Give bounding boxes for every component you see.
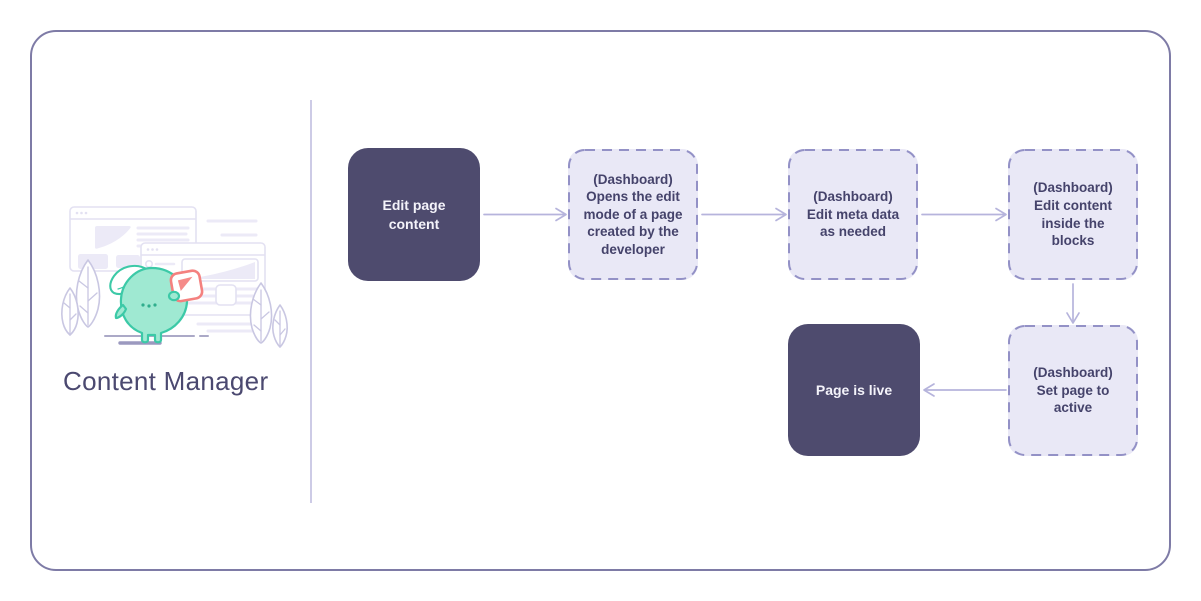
vertical-divider xyxy=(310,100,312,503)
plant-left-icon xyxy=(61,259,101,336)
dashed-border xyxy=(568,149,698,280)
flow-node-edit-page-content[interactable]: Edit page content xyxy=(348,148,480,281)
node-label: (Dashboard) Opens the edit mode of a pag… xyxy=(583,171,683,257)
node-label: (Dashboard) Set page to active xyxy=(1033,365,1113,416)
dashed-border xyxy=(1008,149,1138,280)
flow-node-page-is-live[interactable]: Page is live xyxy=(788,324,920,456)
flow-node-edit-meta-data[interactable]: (Dashboard) Edit meta data as needed xyxy=(788,149,918,280)
node-label: (Dashboard) Edit meta data as needed xyxy=(806,189,900,240)
flow-node-edit-content-blocks[interactable]: (Dashboard) Edit content inside the bloc… xyxy=(1008,149,1138,280)
decorative-text-lines xyxy=(206,219,258,237)
mascot-icon xyxy=(109,264,204,344)
flow-node-open-edit-mode[interactable]: (Dashboard) Opens the edit mode of a pag… xyxy=(568,149,698,280)
node-label: Edit page content xyxy=(382,197,446,232)
flow-node-set-page-active[interactable]: (Dashboard) Set page to active xyxy=(1008,325,1138,456)
node-label: (Dashboard) Edit content inside the bloc… xyxy=(1033,180,1113,249)
plant-right-icon xyxy=(249,282,288,348)
dashed-border xyxy=(788,149,918,280)
node-label: Page is live xyxy=(815,381,893,398)
dashed-border xyxy=(1008,325,1138,456)
content-manager-illustration xyxy=(61,206,288,348)
panel-title: Content Manager xyxy=(63,366,269,396)
